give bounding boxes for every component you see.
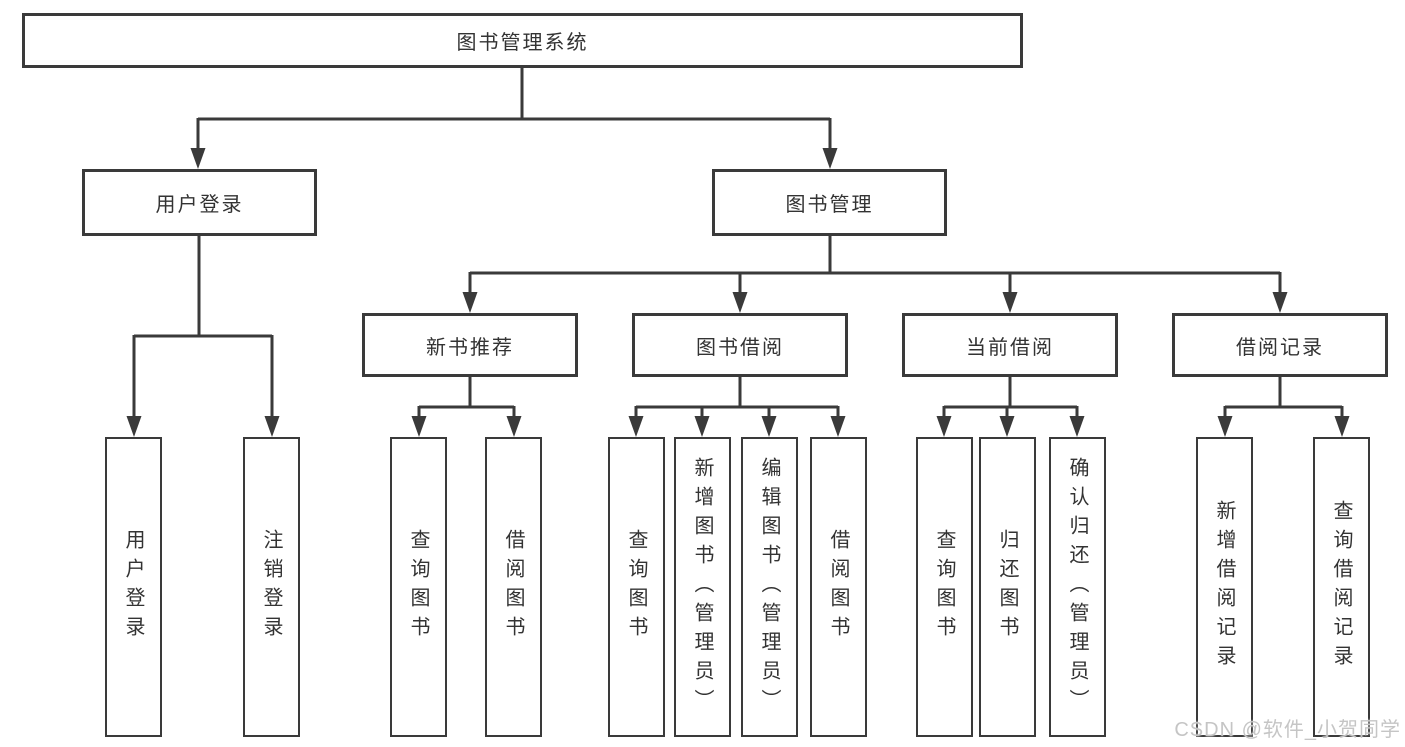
arrow-down-icon bbox=[1217, 416, 1233, 437]
node-new-book-recommend: 新书推荐 bbox=[362, 313, 578, 377]
node-library-system: 图书管理系统 bbox=[22, 13, 1023, 68]
leaf-borrow-books: 借阅图书 bbox=[810, 437, 867, 737]
node-current-borrow: 当前借阅 bbox=[902, 313, 1118, 377]
leaf-confirm-return-admin: 确认归还（管理员） bbox=[1049, 437, 1106, 737]
node-user-login: 用户登录 bbox=[82, 169, 317, 236]
arrow-down-icon bbox=[126, 416, 142, 437]
node-book-management: 图书管理 bbox=[712, 169, 947, 236]
arrow-down-icon bbox=[190, 148, 206, 169]
arrow-down-icon bbox=[761, 416, 777, 437]
arrow-down-icon bbox=[822, 148, 838, 169]
leaf-query-books-recommend: 查询图书 bbox=[390, 437, 447, 737]
arrow-down-icon bbox=[1334, 416, 1350, 437]
leaf-query-books-borrow: 查询图书 bbox=[608, 437, 665, 737]
leaf-borrow-books-recommend: 借阅图书 bbox=[485, 437, 542, 737]
node-borrow-records: 借阅记录 bbox=[1172, 313, 1388, 377]
arrow-down-icon bbox=[628, 416, 644, 437]
leaf-query-books-current: 查询图书 bbox=[916, 437, 973, 737]
arrow-down-icon bbox=[1002, 292, 1018, 313]
arrow-down-icon bbox=[1069, 416, 1085, 437]
arrow-down-icon bbox=[462, 292, 478, 313]
leaf-add-borrow-record: 新增借阅记录 bbox=[1196, 437, 1253, 737]
connector-lines bbox=[132, 67, 1344, 420]
leaf-logout: 注销登录 bbox=[243, 437, 300, 737]
arrow-down-icon bbox=[830, 416, 846, 437]
arrow-down-icon bbox=[411, 416, 427, 437]
arrow-down-icon bbox=[506, 416, 522, 437]
arrow-down-icon bbox=[694, 416, 710, 437]
node-book-borrow: 图书借阅 bbox=[632, 313, 848, 377]
leaf-add-book-admin: 新增图书（管理员） bbox=[674, 437, 731, 737]
leaf-query-borrow-record: 查询借阅记录 bbox=[1313, 437, 1370, 737]
arrow-down-icon bbox=[999, 416, 1015, 437]
arrow-down-icon bbox=[936, 416, 952, 437]
arrow-down-icon bbox=[264, 416, 280, 437]
csdn-watermark: CSDN @软件_小贺同学 bbox=[1174, 719, 1401, 741]
arrow-down-icon bbox=[732, 292, 748, 313]
leaf-edit-book-admin: 编辑图书（管理员） bbox=[741, 437, 798, 737]
arrow-down-icon bbox=[1272, 292, 1288, 313]
leaf-user-login: 用户登录 bbox=[105, 437, 162, 737]
leaf-return-book: 归还图书 bbox=[979, 437, 1036, 737]
